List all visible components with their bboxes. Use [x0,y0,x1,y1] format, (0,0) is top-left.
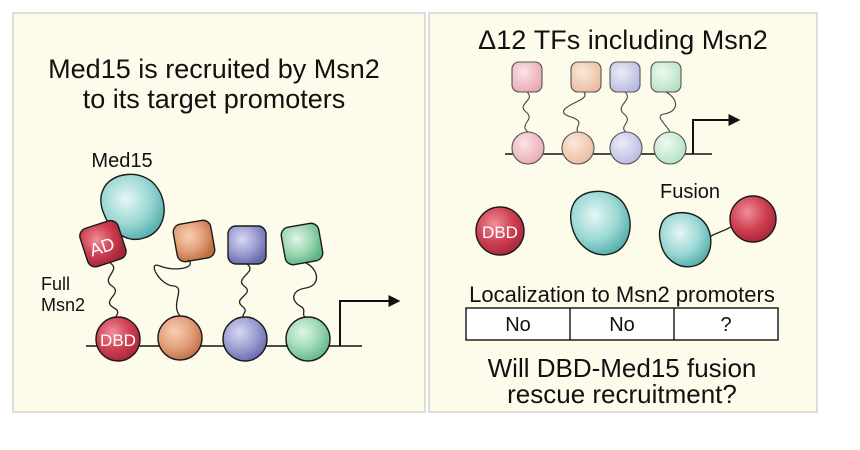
tf-green [280,222,331,362]
tf-orange [153,219,216,361]
tf-green-linker [293,262,318,319]
faded-tf-orange [561,61,602,165]
right-panel: Δ12 TFs including Msn2 DBD [428,12,818,413]
table-cell-med15: No [609,314,635,336]
faded-tf-green-linker [659,91,677,133]
left-panel-title-line2: to its target promoters [83,84,346,114]
fusion-dbd [729,195,777,243]
standalone-dbd-label: DBD [482,223,518,242]
tf-green-ad [280,222,324,266]
tf-purple [222,225,268,362]
faded-tf-purple-dbd [609,131,643,165]
left-panel-title-line1: Med15 is recruited by Msn2 [48,54,380,84]
msn2-label: Msn2 [41,295,85,315]
dbd-label-left: DBD [100,331,136,350]
promoter-arrow-right [692,114,741,154]
table-cell-fusion: ? [720,314,731,336]
question-line2: rescue recruitment? [507,379,737,409]
fusion-label: Fusion [660,181,720,203]
faded-tf-purple [609,61,643,165]
activation-domain [79,219,127,268]
msn2-dbd-circle [95,316,141,362]
localization-table: No No ? [465,307,779,341]
faded-tf-pink-linker [522,91,530,133]
promoter-arrow-left [339,295,401,346]
faded-tf-orange-ad [570,61,602,93]
question-line1: Will DBD-Med15 fusion [488,353,757,383]
tf-green-dbd [285,316,331,362]
med15-label: Med15 [91,150,152,172]
tf-purple-ad [227,225,267,265]
table-cell-dbd: No [505,314,531,336]
msn2-linker [107,262,119,321]
faded-tf-purple-linker [620,91,628,133]
tf-orange-linker [153,259,191,317]
left-panel: Med15 is recruited by Msn2 to its target… [12,12,426,413]
faded-tf-orange-dbd [561,131,595,165]
standalone-dbd-circle [475,206,525,256]
standalone-med15 [570,190,631,256]
localization-title: Localization to Msn2 promoters [469,282,775,307]
localization-table-border [465,307,779,341]
faded-tf-pink [511,61,545,165]
faded-tf-pink-dbd [511,131,545,165]
tf-orange-ad [172,219,216,263]
faded-tf-pink-ad [511,61,543,93]
tf-purple-linker [239,263,251,319]
faded-tf-green [650,61,687,165]
tf-orange-dbd [157,315,203,361]
tf-purple-dbd [222,316,268,362]
faded-tf-purple-ad [609,61,641,93]
full-label: Full [41,274,70,294]
faded-tf-orange-linker [563,91,586,133]
faded-tf-green-dbd [653,131,687,165]
fusion-med15 [658,212,712,268]
faded-tf-green-ad [650,61,682,93]
right-panel-title: Δ12 TFs including Msn2 [478,25,768,55]
